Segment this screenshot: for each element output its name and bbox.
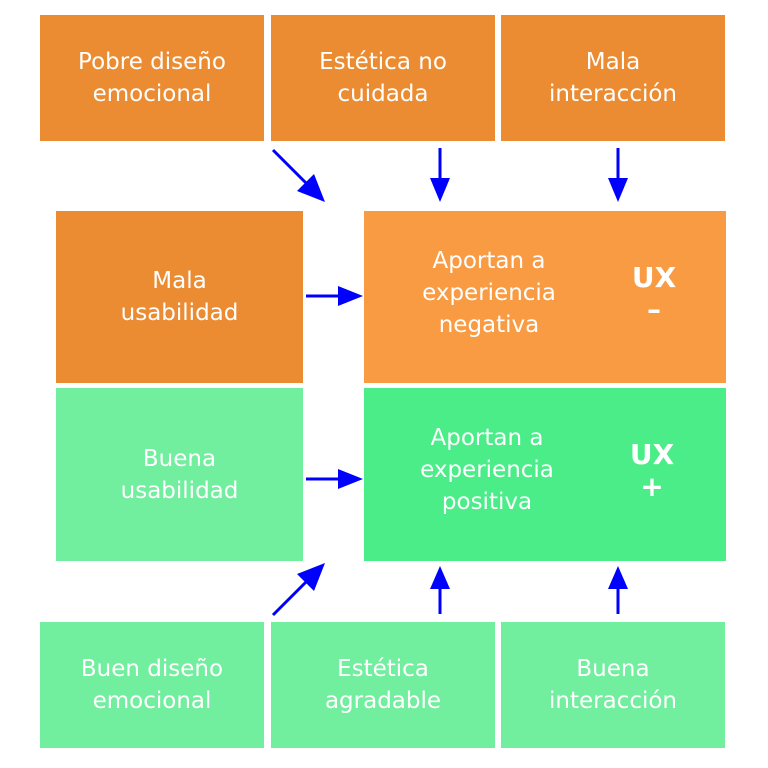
ux-negative-badge: UX – [619, 261, 689, 325]
node-experiencia-positiva: Aportan a experiencia positiva UX + [364, 388, 726, 561]
node-label: Aportan a experiencia positiva [420, 425, 554, 515]
arrow-up-estetica [430, 566, 450, 614]
arrow-diagonal-down-right [271, 148, 325, 202]
node-label: Buen diseño emocional [80, 656, 224, 714]
node-estetica-no-cuidada: Estética no cuidada [271, 15, 495, 141]
node-label: Estética no cuidada [319, 49, 447, 107]
node-label: Aportan a experiencia negativa [422, 248, 556, 338]
arrow-up-interaccion [608, 566, 628, 614]
node-buena-usabilidad: Buena usabilidad [56, 388, 303, 561]
arrow-right-buena-usabilidad [306, 469, 363, 489]
node-estetica-agradable: Estética agradable [271, 622, 495, 748]
ux-label: UX [629, 438, 675, 471]
ux-positive-badge: UX + [617, 438, 687, 502]
node-label: Estética agradable [324, 656, 442, 714]
minus-sign: – [647, 293, 661, 326]
arrow-down-estetica [430, 148, 450, 202]
node-label: Mala usabilidad [120, 268, 239, 326]
ux-label: UX [631, 261, 677, 294]
node-mala-usabilidad: Mala usabilidad [56, 211, 303, 383]
node-label: Pobre diseño emocional [78, 49, 226, 107]
node-label: Buena interacción [548, 656, 678, 714]
plus-sign: + [640, 470, 664, 503]
node-buena-interaccion: Buena interacción [501, 622, 725, 748]
node-experiencia-negativa: Aportan a experiencia negativa UX – [364, 211, 726, 383]
node-label: Mala interacción [548, 49, 678, 107]
node-buen-diseno-emocional: Buen diseño emocional [40, 622, 264, 748]
node-pobre-diseno-emocional: Pobre diseño emocional [40, 15, 264, 141]
node-label: Buena usabilidad [120, 445, 239, 504]
arrow-diagonal-up-right [271, 563, 325, 617]
node-mala-interaccion: Mala interacción [501, 15, 725, 141]
arrow-right-mala-usabilidad [306, 286, 363, 306]
arrow-down-interaccion [608, 148, 628, 202]
